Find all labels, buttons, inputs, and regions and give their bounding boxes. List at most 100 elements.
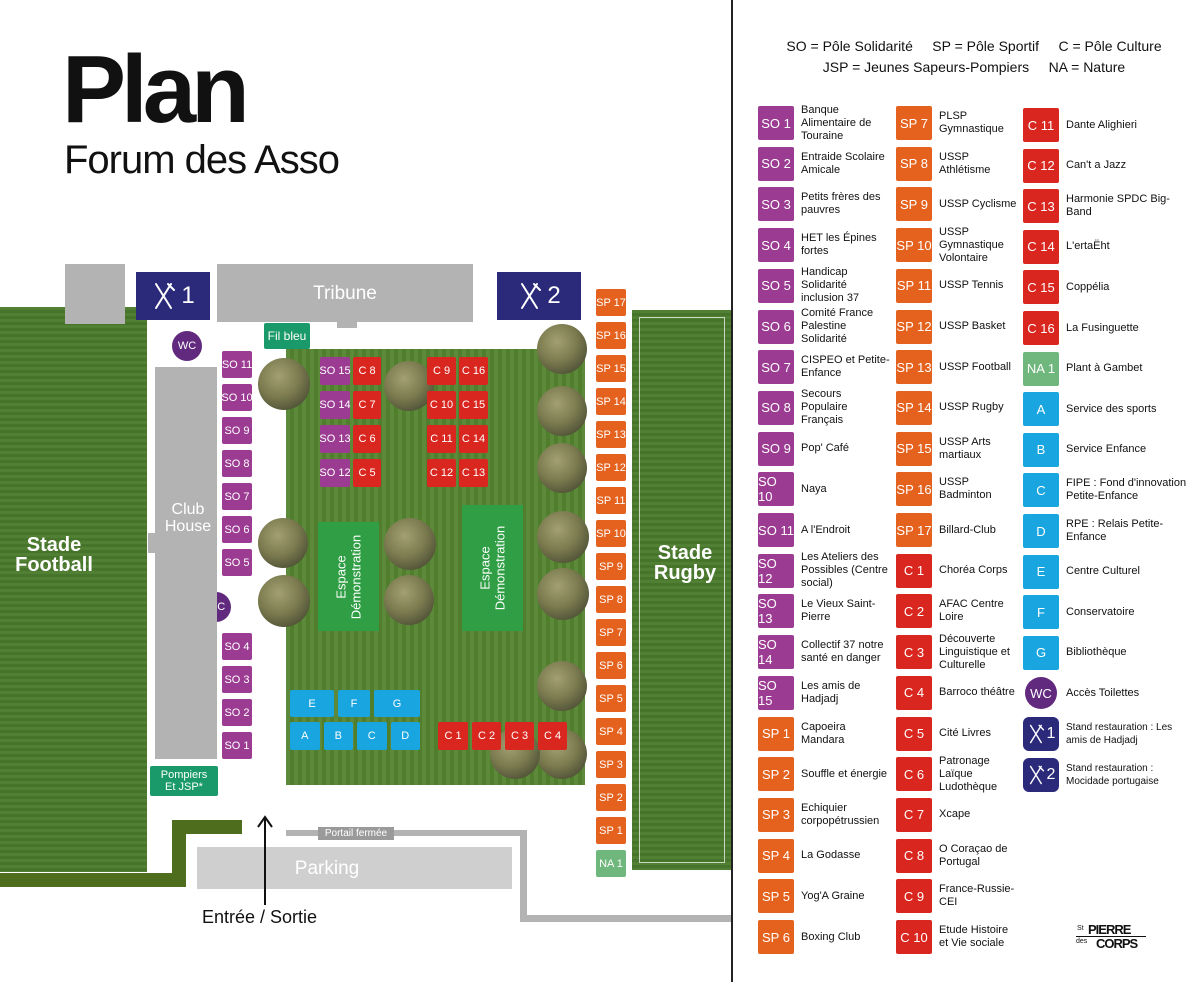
legend-badge: SP 1 <box>758 716 794 751</box>
legend-badge: SO 1 <box>758 106 794 140</box>
legend-label: Secours Populaire Français <box>801 388 848 427</box>
stand: C 5 <box>353 459 381 487</box>
legend-badge: SP 7 <box>896 106 932 140</box>
legend-badge: C 11 <box>1023 108 1059 142</box>
legend-label: USSP Football <box>939 360 1011 373</box>
st-pierre-des-corps-logo: St PIERRE des CORPS <box>1064 904 1154 951</box>
stand: E <box>290 690 334 717</box>
tree <box>258 358 310 410</box>
legend-badge: SP 14 <box>896 390 932 425</box>
legend-label: Souffle et énergie <box>801 767 888 780</box>
stand: C 1 <box>438 722 468 750</box>
legend-label: L'ertaËht <box>1066 240 1110 253</box>
legend-badge: SP 8 <box>896 146 932 181</box>
green-path <box>172 820 186 887</box>
legend-label: Barroco théâtre <box>939 686 1015 699</box>
legend-label: AFAC Centre Loire <box>939 598 1004 624</box>
legend-label: USSP Gymnastique Volontaire <box>939 225 1004 264</box>
espace-demonstration-2: Espace Démonstration <box>462 505 523 631</box>
stand: C 8 <box>353 357 381 385</box>
sp-column: SP 17 SP 16 SP 15 SP 14 SP 13 SP 12 SP 1… <box>596 289 626 877</box>
legend-label: Billard-Club <box>939 523 996 536</box>
legend-label: Cité Livres <box>939 727 991 739</box>
stand: SO 15 <box>319 357 351 385</box>
legend-badge: SP 16 <box>896 472 932 507</box>
legend-label: Coppélia <box>1066 280 1110 293</box>
blue-stands: E F G A B C D <box>290 690 420 750</box>
tree <box>537 324 587 374</box>
legend-badge: SP 6 <box>758 920 794 954</box>
stand: SP 2 <box>596 784 626 811</box>
stand: C 12 <box>427 459 456 487</box>
stand: C 3 <box>505 722 534 750</box>
stand: SP 15 <box>596 355 626 382</box>
legend-badge: SO 12 <box>758 553 794 588</box>
tree <box>537 386 587 436</box>
legend-label: Dante Alighieri <box>1066 118 1137 131</box>
legend-label: USSP Tennis <box>939 279 1004 292</box>
tribune <box>217 264 473 322</box>
fork-knife-icon <box>155 283 176 309</box>
legend-label: Echiquier corpopétrussien <box>801 801 880 827</box>
legend-label: Centre Culturel <box>1066 565 1140 578</box>
legend-header-2: JSP = Jeunes Sapeurs-Pompiers NA = Natur… <box>822 59 1126 75</box>
legend-badge: SO 8 <box>758 390 794 425</box>
legend-label: Les Ateliers des Possibles (Centre socia… <box>801 551 888 590</box>
legend-label: CISPEO et Petite-Enfance <box>801 354 890 380</box>
legend-label: Collectif 37 notre santé en danger <box>801 639 884 665</box>
so-column-bottom: SO 4 SO 3 SO 2 SO 1 <box>222 633 252 759</box>
stand: SP 3 <box>596 751 626 778</box>
legend-badge: C 7 <box>896 797 932 832</box>
legend-badge: C 3 <box>896 635 932 670</box>
legend-badge: SO 15 <box>758 675 794 710</box>
stade-football-field <box>0 307 147 872</box>
legend-label: USSP Cyclisme <box>939 197 1017 210</box>
tree <box>258 518 308 568</box>
stand: SP 14 <box>596 388 626 415</box>
stand: SP 10 <box>596 520 626 547</box>
stand: SP 4 <box>596 718 626 745</box>
legend-label: Entraide Scolaire Amicale <box>801 150 885 176</box>
legend-badge: SP 9 <box>896 187 932 222</box>
legend-badge: C 2 <box>896 594 932 629</box>
stand: C 11 <box>427 425 456 453</box>
legend-badge: F <box>1023 595 1059 630</box>
stand: SO 12 <box>319 459 351 487</box>
legend-label: La Fusinguette <box>1066 321 1139 334</box>
stand: SP 17 <box>596 289 626 316</box>
fork-knife-icon <box>1029 765 1044 784</box>
stand: SP 13 <box>596 421 626 448</box>
legend-label: USSP Athlétisme <box>939 150 991 176</box>
pompiers-stand: Pompiers Et JSP* <box>150 766 218 796</box>
portail-rail <box>286 830 526 836</box>
legend-label: USSP Badminton <box>939 476 992 502</box>
legend-label: Harmonie SPDC Big-Band <box>1066 193 1170 219</box>
legend-label: Petits frères des pauvres <box>801 191 881 217</box>
entrance-arrow-icon <box>257 815 273 905</box>
fork-knife-icon <box>1029 724 1044 744</box>
legend-badge: SO 10 <box>758 472 794 507</box>
tree <box>537 511 589 563</box>
resto-stand-2: 2 <box>497 272 581 320</box>
legend-badge: SP 4 <box>758 838 794 873</box>
stand: SO 11 <box>222 351 252 378</box>
resto-number-1: 1 <box>181 282 195 309</box>
legend-item: SP 9 USSP Cyclisme <box>896 187 1020 222</box>
legend-header-1: SO = Pôle Solidarité SP = Pôle Sportif C… <box>786 38 1162 54</box>
stade-rugby-field <box>632 310 732 870</box>
